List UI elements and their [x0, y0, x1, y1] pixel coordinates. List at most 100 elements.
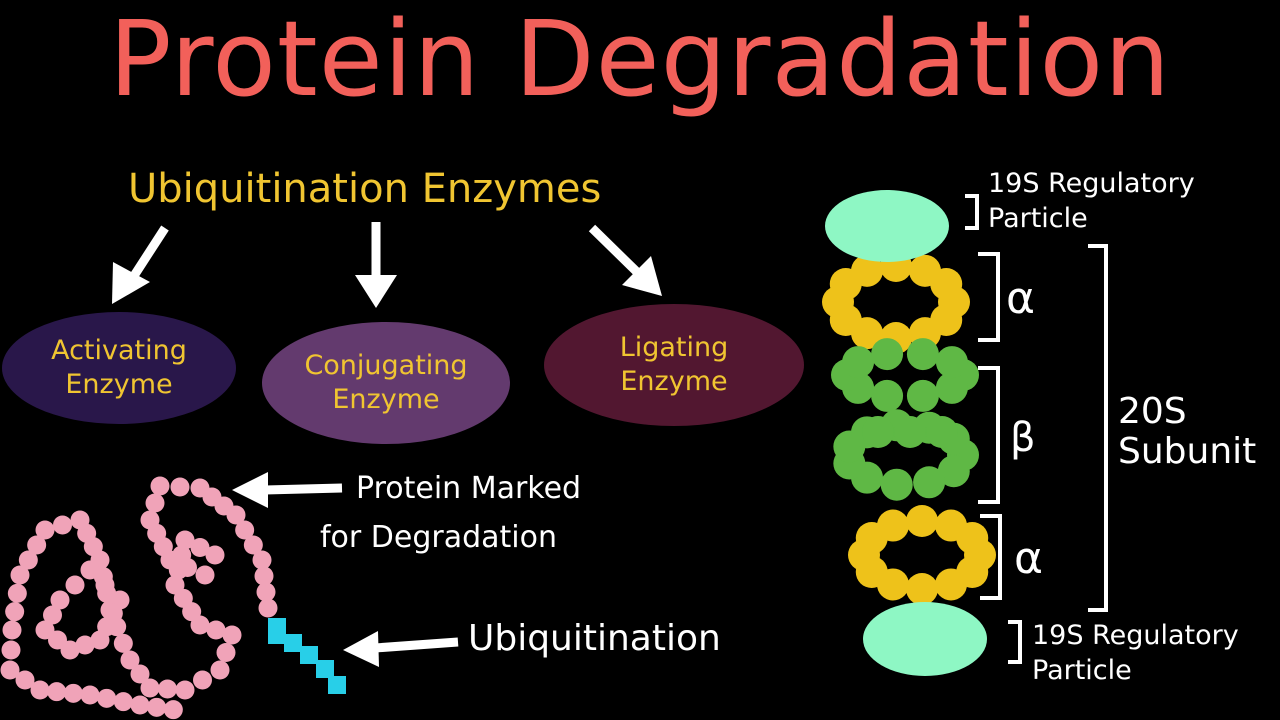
- alpha-bead: [930, 268, 963, 300]
- arrow-head: [112, 262, 150, 304]
- enzyme-label: Conjugating: [304, 350, 468, 382]
- protein-bead: [43, 605, 62, 625]
- arrow-ligating: [588, 224, 644, 279]
- protein-bead: [97, 688, 117, 708]
- beta-bead: [913, 466, 946, 499]
- beta-bead: [880, 468, 913, 501]
- protein-bead: [70, 510, 90, 530]
- cap-bottom: [863, 602, 987, 676]
- protein-bead: [205, 545, 225, 565]
- protein-bead: [243, 535, 263, 555]
- protein-marked-label-2: for Degradation: [320, 520, 557, 555]
- brackets: [965, 194, 1108, 664]
- arrow-ubiquitin: [374, 637, 459, 653]
- protein-bead: [65, 575, 85, 595]
- activating-enzyme: Activating Enzyme: [2, 312, 236, 424]
- protein-bead: [145, 493, 165, 513]
- enzyme-label: Enzyme: [332, 384, 440, 415]
- arrow-activating: [126, 225, 169, 285]
- protein-bead: [222, 625, 242, 645]
- protein-bead: [30, 680, 50, 700]
- protein-bead: [130, 664, 150, 684]
- subtitle: Ubiquitination Enzymes: [128, 166, 602, 212]
- alpha-bead: [906, 573, 938, 605]
- protein-bead: [2, 620, 22, 640]
- protein-bead: [90, 630, 110, 650]
- conjugating-enzyme: Conjugating Enzyme: [262, 322, 510, 444]
- subunit-line1: 20S: [1118, 391, 1187, 432]
- beta-bead: [906, 338, 939, 371]
- protein-bead: [158, 679, 177, 699]
- enzyme-label: Enzyme: [620, 366, 728, 397]
- protein-bead: [10, 565, 30, 585]
- alpha-bead: [906, 505, 938, 537]
- protein-bead: [113, 633, 133, 653]
- reg-top-label: 19S Regulatory Particle: [988, 166, 1195, 236]
- protein-bead: [172, 545, 192, 565]
- beta-bead: [871, 379, 904, 412]
- protein-bead: [63, 683, 83, 703]
- reg-bottom-label: 19S Regulatory Particle: [1032, 618, 1239, 688]
- protein-bead: [252, 550, 272, 570]
- enzyme-arrows: [112, 222, 662, 667]
- protein-bead: [206, 620, 226, 640]
- protein-bead: [80, 560, 100, 580]
- protein-bead: [75, 635, 95, 655]
- protein-bead: [47, 682, 67, 702]
- protein-bead: [95, 575, 115, 595]
- protein-bead: [168, 560, 188, 580]
- beta-bead: [894, 416, 926, 448]
- protein-bead: [258, 598, 278, 618]
- protein-bead: [190, 615, 210, 635]
- page-title: Protein Degradation: [108, 0, 1172, 120]
- protein-bead: [50, 590, 70, 610]
- alpha-bottom-label: α: [1014, 533, 1044, 584]
- protein-bead: [130, 695, 150, 715]
- protein-bead: [18, 550, 38, 570]
- ligating-enzyme: Ligating Enzyme: [544, 304, 804, 426]
- subunit-line2: Subunit: [1118, 430, 1257, 472]
- protein-bead: [35, 620, 55, 640]
- enzyme-label: Enzyme: [65, 369, 173, 400]
- protein-bead: [175, 680, 195, 700]
- reg-bottom-line1: 19S Regulatory: [1032, 620, 1239, 651]
- protein-bead: [147, 697, 167, 717]
- protein-bead: [120, 650, 140, 670]
- protein-bead: [216, 643, 236, 662]
- protein-bead: [235, 520, 255, 540]
- protein-bead: [150, 476, 170, 496]
- protein-bead: [163, 700, 183, 720]
- beta-bead: [842, 346, 875, 379]
- protein-bead: [35, 520, 55, 540]
- arrow-head: [355, 275, 397, 308]
- beta-bead: [871, 338, 904, 371]
- beta-bead: [926, 416, 958, 448]
- protein-bead: [254, 566, 274, 586]
- protein-bead: [113, 692, 133, 712]
- protein-bead: [15, 670, 35, 690]
- protein-bead: [175, 530, 195, 550]
- reg-top-line1: 19S Regulatory: [988, 168, 1195, 199]
- alpha-bead: [956, 522, 989, 554]
- protein-chain: [0, 476, 278, 720]
- alpha-top-label: α: [1006, 273, 1036, 324]
- reg-top-line2: Particle: [988, 203, 1088, 235]
- protein-bead: [190, 478, 210, 498]
- protein-bead: [0, 660, 20, 680]
- protein-bead: [170, 477, 190, 497]
- beta-bead: [862, 416, 894, 448]
- ubiquitin-chain: [268, 618, 346, 694]
- protein-bead: [53, 515, 72, 535]
- reg-bottom-line2: Particle: [1032, 655, 1132, 687]
- cap-top: [825, 190, 949, 262]
- protein-bead: [193, 670, 212, 690]
- protein-marked-label-1: Protein Marked: [356, 471, 582, 506]
- arrow-head: [622, 256, 662, 296]
- beta-bead: [935, 346, 968, 379]
- protein-bead: [256, 582, 276, 602]
- beta-label: β: [1010, 415, 1036, 461]
- enzyme-label: Activating: [51, 335, 187, 367]
- alpha-bead: [851, 254, 883, 287]
- protein-bead: [80, 685, 100, 705]
